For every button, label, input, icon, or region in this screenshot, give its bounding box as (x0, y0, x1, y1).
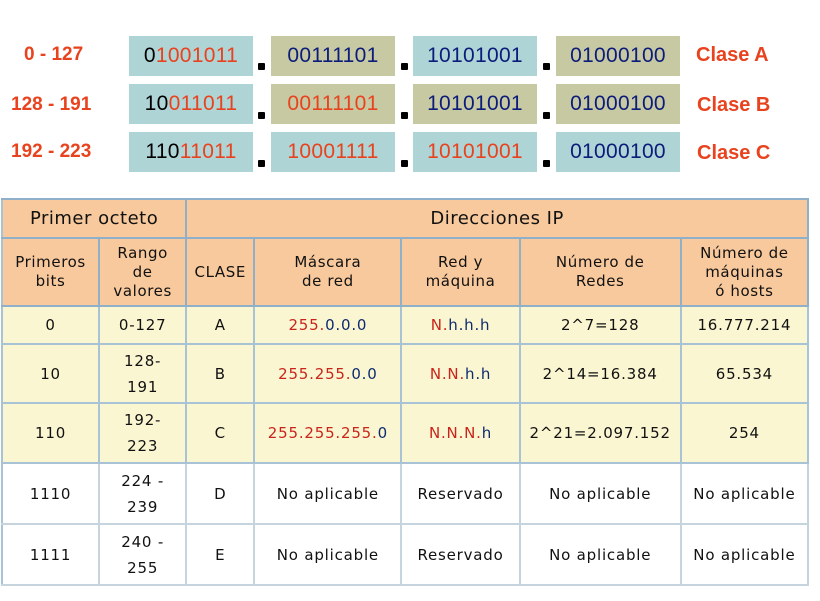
group-header-ip-addresses: Direcciones IP (186, 198, 809, 239)
cell-value-range: 192-223 (99, 403, 188, 464)
col-header-class: CLASE (186, 238, 256, 307)
cell-num-networks: No aplicable (519, 463, 682, 525)
cell-num-hosts: 254 (680, 403, 810, 464)
cell-num-hosts: 16.777.214 (680, 306, 810, 345)
octet-rest-bits: 11011 (179, 140, 237, 163)
octet-lead-bits: 110 (145, 140, 180, 163)
cell-net-host: N.N.h.h (401, 344, 521, 404)
octet-rest-bits: 011011 (168, 92, 238, 115)
octet-4-a: 01000100 (556, 36, 680, 76)
class-label-b: Clase B (697, 94, 771, 116)
cell-netmask: 255.0.0.0 (254, 306, 403, 345)
octet-3-a: 10101001 (413, 36, 537, 76)
octet-lead-bits: 10 (144, 92, 169, 115)
cell-first-bits: 110 (0, 403, 101, 464)
octet-2-b: 00111101 (271, 84, 395, 124)
cell-num-hosts: No aplicable (680, 524, 810, 586)
octet-lead-bits: 0 (143, 44, 156, 67)
cell-netmask: 255.255.255.0 (254, 403, 403, 464)
cell-netmask: No aplicable (254, 463, 403, 525)
cell-net-host: N.N.N.h (401, 403, 521, 464)
separator-dot (543, 112, 550, 119)
octet-2-a: 00111101 (271, 36, 395, 76)
cell-net-host: Reservado (401, 463, 521, 525)
separator-dot (258, 112, 265, 119)
class-label-a: Clase A (696, 44, 769, 66)
cell-num-networks: 2^21=2.097.152 (519, 403, 682, 464)
cell-first-bits: 1110 (0, 463, 101, 525)
cell-class: D (186, 463, 256, 525)
separator-dot (543, 160, 550, 167)
range-label-b: 128 - 191 (11, 94, 92, 115)
range-label-c: 192 - 223 (11, 141, 92, 162)
octet-rest-bits: 1001011 (155, 44, 239, 67)
octet-4-c: 01000100 (556, 132, 680, 172)
cell-first-bits: 0 (0, 306, 101, 345)
separator-dot (401, 112, 408, 119)
separator-dot (543, 63, 550, 70)
table-row: 1111 240 -255 E No aplicable Reservado N… (0, 524, 810, 586)
range-label-a: 0 - 127 (24, 44, 84, 65)
cell-net-host: Reservado (401, 524, 521, 586)
octet-3-c: 10101001 (413, 132, 537, 172)
cell-num-networks: 2^7=128 (519, 306, 682, 345)
table-row: 10 128-191 B 255.255.0.0 N.N.h.h 2^14=16… (0, 344, 810, 404)
table-row: 110 192-223 C 255.255.255.0 N.N.N.h 2^21… (0, 403, 810, 464)
cell-value-range: 0-127 (99, 306, 188, 345)
cell-class: E (186, 524, 256, 586)
cell-netmask: No aplicable (254, 524, 403, 586)
octet-3-b: 10101001 (413, 84, 537, 124)
cell-value-range: 128-191 (99, 344, 188, 404)
cell-value-range: 224 -239 (99, 463, 188, 525)
octet-4-b: 01000100 (556, 84, 680, 124)
cell-first-bits: 10 (0, 344, 101, 404)
table-group-header-row: Primer octeto Direcciones IP (0, 198, 809, 239)
separator-dot (258, 160, 265, 167)
cell-class: C (186, 403, 256, 464)
separator-dot (258, 63, 265, 70)
separator-dot (401, 63, 408, 70)
cell-num-hosts: 65.534 (680, 344, 810, 404)
cell-value-range: 240 -255 (99, 524, 188, 586)
cell-net-host: N.h.h.h (401, 306, 521, 345)
table-row: 1110 224 -239 D No aplicable Reservado N… (0, 463, 810, 525)
cell-class: B (186, 344, 256, 404)
cell-num-networks: 2^14=16.384 (519, 344, 682, 404)
octet-2-c: 10001111 (271, 132, 395, 172)
cell-num-hosts: No aplicable (680, 463, 810, 525)
separator-dot (401, 160, 408, 167)
group-header-first-octet: Primer octeto (0, 198, 188, 239)
class-label-c: Clase C (697, 142, 771, 164)
cell-netmask: 255.255.0.0 (254, 344, 403, 404)
table-row: 0 0-127 A 255.0.0.0 N.h.h.h 2^7=128 16.7… (0, 306, 810, 345)
cell-num-networks: No aplicable (519, 524, 682, 586)
cell-class: A (186, 306, 256, 345)
cell-first-bits: 1111 (0, 524, 101, 586)
